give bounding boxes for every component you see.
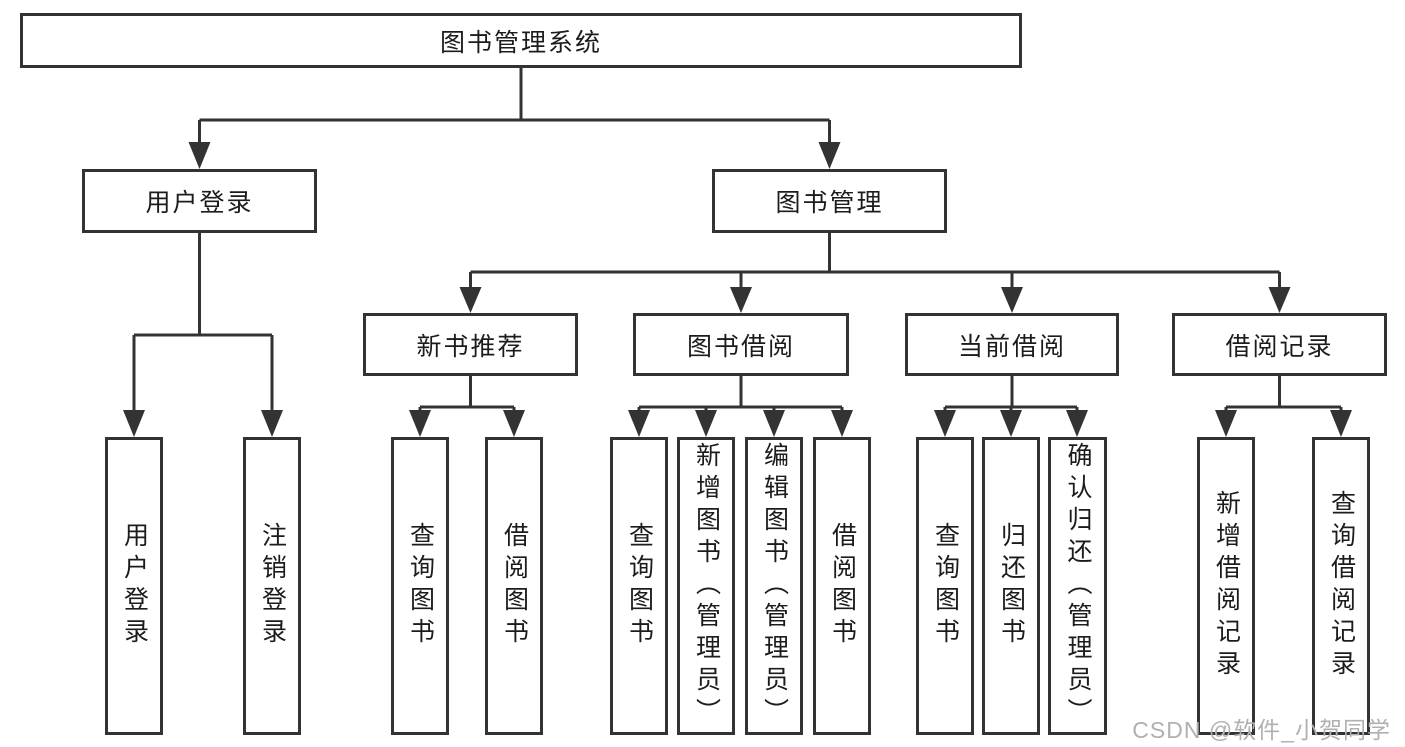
node-label: 用户登录 <box>120 522 149 650</box>
node-label: 编辑图书（管理员） <box>760 442 789 730</box>
leaf-edit-book-admin: 编辑图书（管理员） <box>745 437 803 735</box>
node-new-book-recommend: 新书推荐 <box>363 313 578 376</box>
leaf-search-borrow-record: 查询借阅记录 <box>1312 437 1370 735</box>
leaf-borrow-books-recommend: 借阅图书 <box>485 437 543 735</box>
node-label: 当前借阅 <box>957 332 1066 361</box>
connector-root-to-level2 <box>198 68 831 145</box>
node-label: 新增借阅记录 <box>1212 490 1241 682</box>
node-label: 归还图书 <box>997 522 1026 650</box>
arrowheads-new-book-recommend <box>409 410 525 437</box>
connector-new-book-recommend-to-leaves <box>418 376 516 414</box>
connector-book-management-to-level3 <box>469 233 1281 290</box>
connector-book-borrow-to-leaves <box>637 376 844 414</box>
leaf-search-books-recommend: 查询图书 <box>391 437 449 735</box>
node-label: 借阅图书 <box>500 522 529 650</box>
node-current-borrow: 当前借阅 <box>905 313 1119 376</box>
leaf-search-books-borrow: 查询图书 <box>610 437 668 735</box>
node-label: 图书管理 <box>775 189 884 217</box>
node-label: 图书管理系统 <box>439 28 602 57</box>
leaf-borrow-books: 借阅图书 <box>813 437 871 735</box>
node-label: 查询图书 <box>931 522 960 650</box>
connector-current-borrow-to-leaves <box>943 376 1079 414</box>
node-book-management: 图书管理 <box>712 169 947 233</box>
arrowheads-book-borrow <box>628 410 853 437</box>
leaf-user-login: 用户登录 <box>105 437 163 735</box>
node-label: 查询图书 <box>406 522 435 650</box>
leaf-logout: 注销登录 <box>243 437 301 735</box>
node-label: 新增图书（管理员） <box>692 442 721 730</box>
leaf-add-book-admin: 新增图书（管理员） <box>677 437 735 735</box>
leaf-return-book: 归还图书 <box>982 437 1040 735</box>
node-label: 确认归还（管理员） <box>1064 442 1092 730</box>
node-label: 查询图书 <box>625 522 654 650</box>
csdn-watermark: CSDN @软件_小贺同学 <box>1132 717 1391 743</box>
node-label: 新书推荐 <box>416 332 525 361</box>
node-label: 借阅图书 <box>828 522 857 650</box>
node-book-borrow: 图书借阅 <box>633 313 849 376</box>
node-label: 注销登录 <box>258 522 287 650</box>
node-library-management-system: 图书管理系统 <box>20 13 1022 68</box>
node-label: 用户登录 <box>145 189 254 217</box>
arrowheads-level2 <box>188 142 841 169</box>
leaf-confirm-return-admin: 确认归还（管理员） <box>1048 437 1107 735</box>
leaf-add-borrow-record: 新增借阅记录 <box>1197 437 1255 735</box>
arrowheads-level3 <box>459 287 1291 313</box>
arrowheads-borrow-records <box>1215 410 1352 437</box>
node-user-login: 用户登录 <box>82 169 317 233</box>
arrowheads-user-login-leaves <box>123 410 283 437</box>
node-borrow-records: 借阅记录 <box>1172 313 1387 376</box>
connector-user-login-to-leaves <box>132 233 274 414</box>
node-label: 图书借阅 <box>686 332 795 361</box>
node-label: 借阅记录 <box>1225 332 1334 361</box>
node-label: 查询借阅记录 <box>1327 490 1356 682</box>
leaf-search-books-current: 查询图书 <box>916 437 974 735</box>
arrowheads-current-borrow <box>934 410 1088 437</box>
connector-borrow-records-to-leaves <box>1224 376 1343 414</box>
